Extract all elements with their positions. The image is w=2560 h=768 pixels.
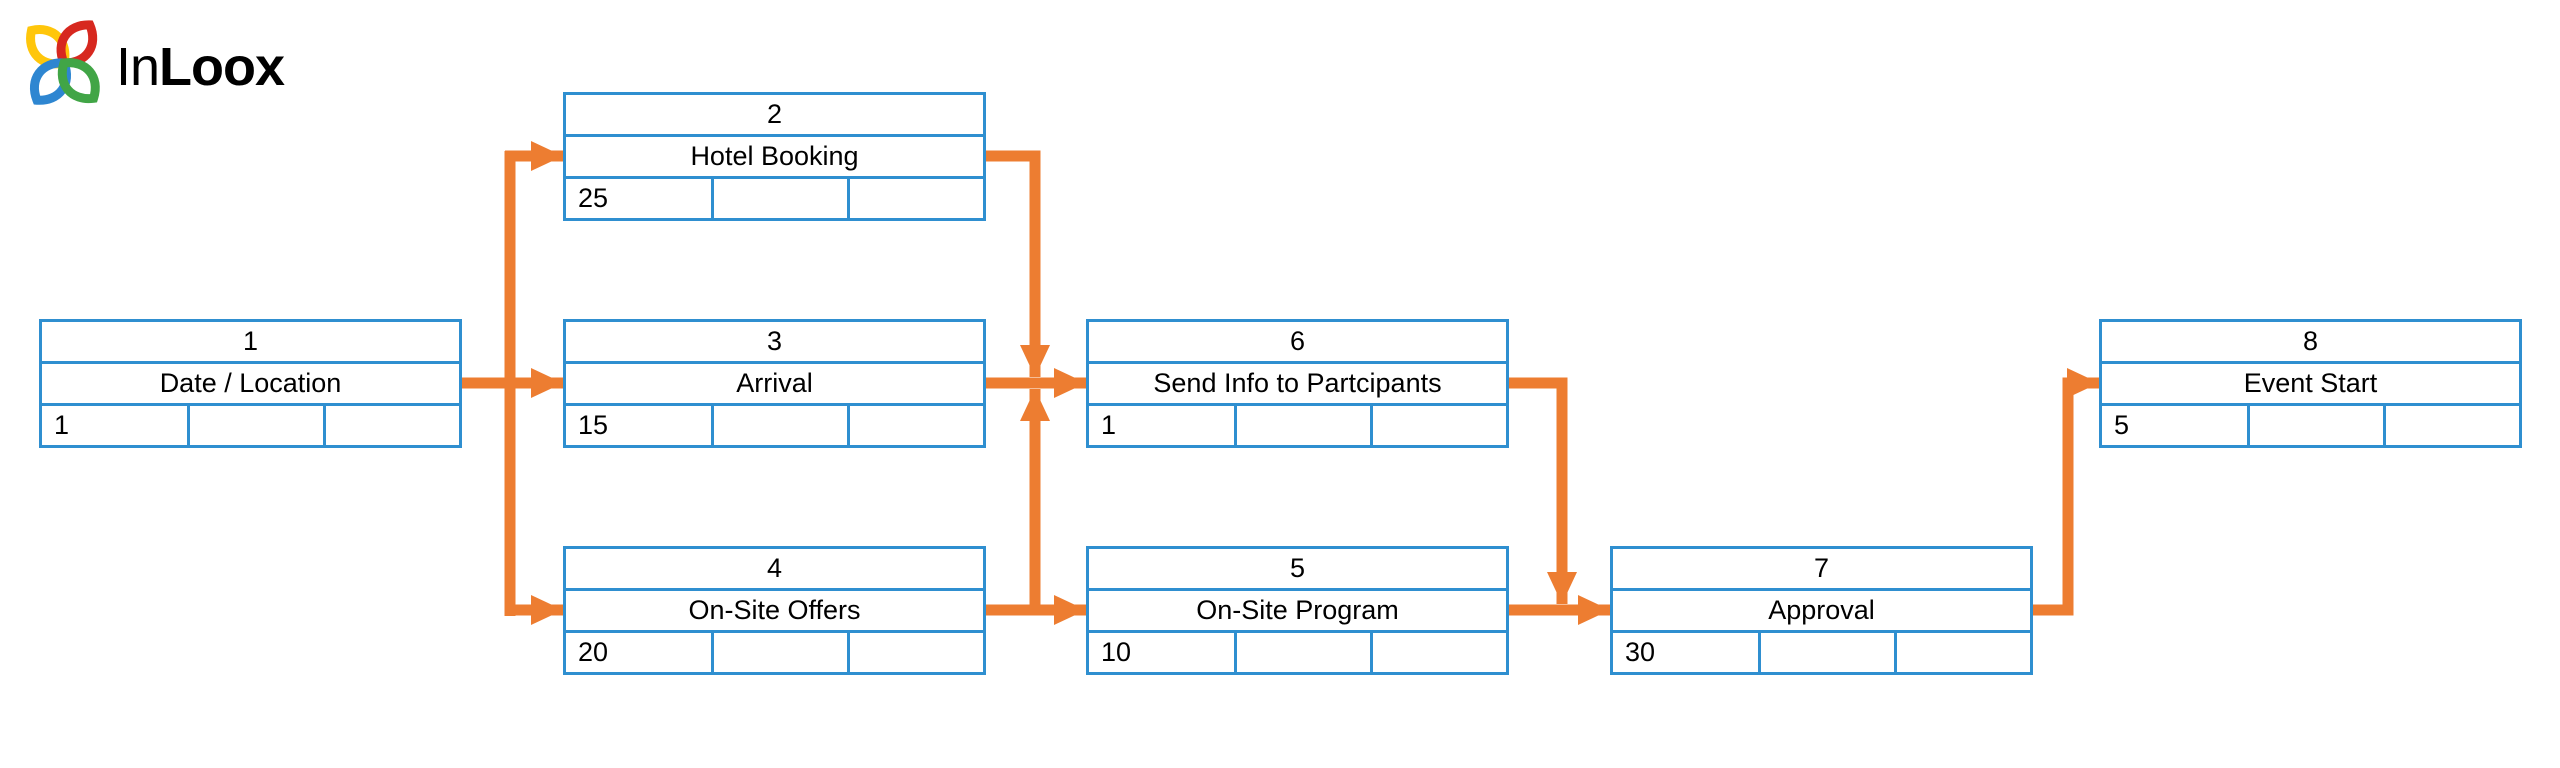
inloox-logo: InLoox	[14, 10, 285, 110]
task-duration: 30	[1625, 637, 1656, 667]
connector-6-7[interactable]	[1509, 377, 1577, 604]
inloox-wordmark: InLoox	[116, 37, 285, 97]
task-number: 7	[1813, 553, 1830, 583]
task-node-7[interactable]: 7 Approval 30	[1610, 546, 2033, 675]
task-empty-cell	[711, 406, 847, 445]
task-number: 3	[766, 326, 783, 356]
task-empty-cell	[1234, 406, 1370, 445]
task-detail-row: 5	[2102, 403, 2519, 445]
task-empty-cell	[1758, 633, 1894, 672]
task-label: On-Site Offers	[566, 588, 983, 630]
task-empty-cell	[2247, 406, 2383, 445]
task-empty-cell	[1894, 633, 2030, 672]
task-detail-row: 10	[1089, 630, 1506, 672]
task-empty-cell	[1370, 406, 1506, 445]
task-empty-cell	[323, 406, 459, 445]
wordmark-in: In	[116, 37, 160, 97]
task-detail-row: 1	[42, 403, 459, 445]
task-detail-row: 1	[1089, 403, 1506, 445]
task-duration: 20	[578, 637, 609, 667]
task-node-2[interactable]: 2 Hotel Booking 25	[563, 92, 986, 221]
task-empty-cell	[711, 179, 847, 218]
task-label: Arrival	[566, 361, 983, 403]
task-label: Hotel Booking	[566, 134, 983, 176]
task-duration: 15	[578, 410, 609, 440]
task-number: 6	[1289, 326, 1306, 356]
task-number: 2	[766, 99, 783, 129]
task-empty-cell	[1370, 633, 1506, 672]
task-label: Date / Location	[42, 361, 459, 403]
task-number: 8	[2302, 326, 2319, 356]
task-label: Event Start	[2102, 361, 2519, 403]
task-duration: 25	[578, 183, 609, 213]
task-duration: 5	[2114, 410, 2130, 440]
task-empty-cell	[187, 406, 323, 445]
task-detail-row: 15	[566, 403, 983, 445]
task-number: 1	[242, 326, 259, 356]
logo-petal-green	[57, 58, 100, 104]
task-node-6[interactable]: 6 Send Info to Partcipants 1	[1086, 319, 1509, 448]
task-label: Send Info to Partcipants	[1089, 361, 1506, 403]
task-label: On-Site Program	[1089, 588, 1506, 630]
connector-2-6[interactable]	[986, 150, 1050, 377]
task-number: 4	[766, 553, 783, 583]
task-detail-row: 20	[566, 630, 983, 672]
task-label: Approval	[1613, 588, 2030, 630]
task-node-5[interactable]: 5 On-Site Program 10	[1086, 546, 1509, 675]
task-duration: 1	[54, 410, 70, 440]
task-node-8[interactable]: 8 Event Start 5	[2099, 319, 2522, 448]
task-node-3[interactable]: 3 Arrival 15	[563, 319, 986, 448]
task-empty-cell	[847, 179, 983, 218]
inloox-flower-icon	[26, 20, 100, 105]
task-empty-cell	[711, 633, 847, 672]
task-empty-cell	[847, 633, 983, 672]
task-duration: 1	[1101, 410, 1117, 440]
logo-petal-red	[56, 20, 98, 68]
task-empty-cell	[2383, 406, 2519, 445]
task-node-4[interactable]: 4 On-Site Offers 20	[563, 546, 986, 675]
task-number: 5	[1289, 553, 1306, 583]
task-empty-cell	[1234, 633, 1370, 672]
task-detail-row: 25	[566, 176, 983, 218]
wordmark-loox: Loox	[159, 37, 285, 97]
task-duration: 10	[1101, 637, 1132, 667]
task-node-1[interactable]: 1 Date / Location 1	[39, 319, 462, 448]
task-empty-cell	[847, 406, 983, 445]
task-detail-row: 30	[1613, 630, 2030, 672]
connector-7-8[interactable]	[2033, 368, 2099, 616]
